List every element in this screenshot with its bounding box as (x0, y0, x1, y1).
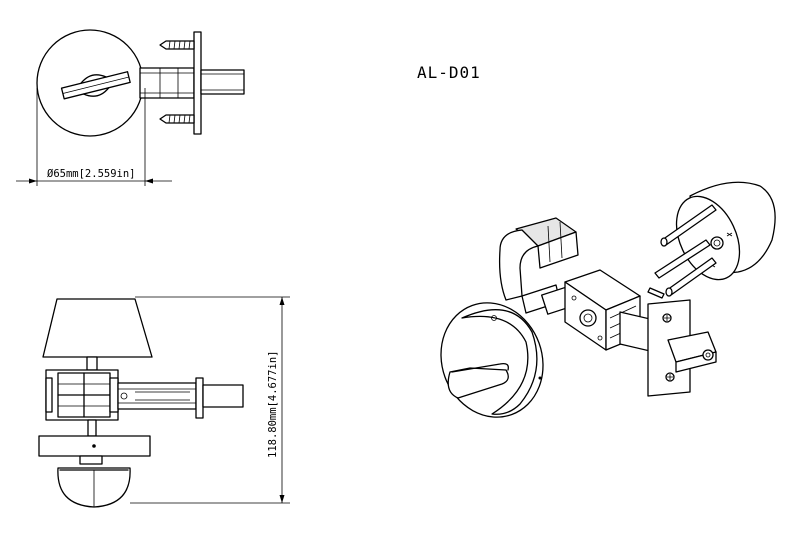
screw-lower (159, 114, 195, 124)
height-label: 118.80mm[4.677in] (267, 351, 279, 458)
latch-chassis (564, 269, 717, 397)
inner-rose (440, 302, 544, 418)
height-dimension: 118.80mm[4.677in] (130, 296, 290, 504)
side-view (38, 298, 244, 508)
exploded-view (440, 181, 776, 418)
screw-upper (159, 40, 195, 50)
outer-rose (654, 181, 776, 297)
diameter-dimension: Ø65mm[2.559in] (16, 88, 172, 186)
diameter-label: Ø65mm[2.559in] (47, 168, 136, 180)
model-label: AL-D01 (417, 63, 481, 82)
front-view (36, 29, 245, 137)
